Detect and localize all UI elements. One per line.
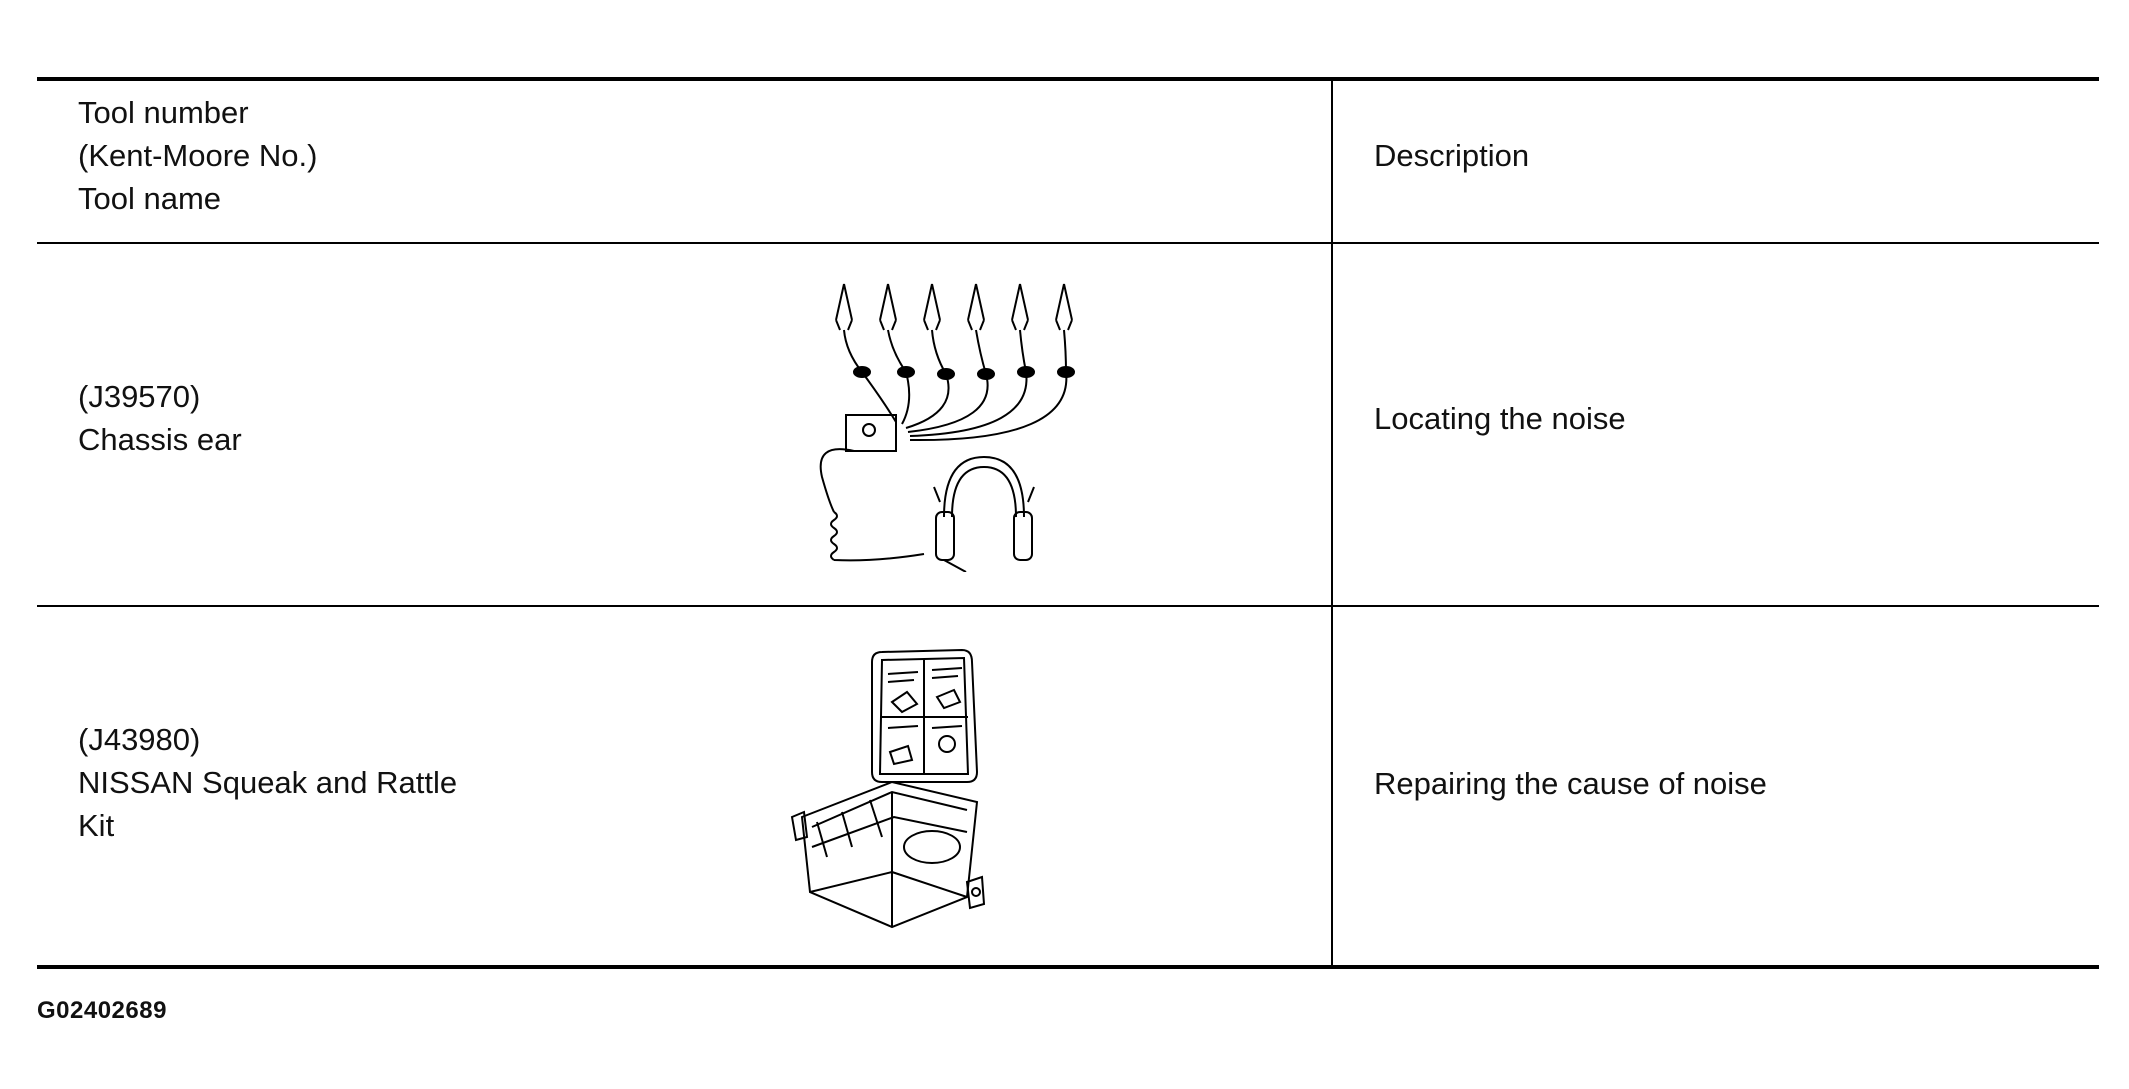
row-2-tool-number: (J43980) [78, 722, 201, 757]
row-1-tool-cell: (J39570) Chassis ear [78, 375, 242, 461]
control-box-icon [845, 414, 897, 452]
row-1-description: Locating the noise [1374, 401, 1626, 436]
headphones-icon [933, 455, 1035, 572]
header-tool-column: Tool number (Kent-Moore No.) Tool name [78, 91, 317, 220]
header-bottom-rule [37, 242, 2099, 244]
microphone-icon [853, 366, 1075, 380]
case-body-icon [790, 780, 986, 929]
case-lid-icon [871, 648, 979, 783]
chassis-ear-icon [819, 283, 1075, 572]
row-divider [37, 605, 2099, 607]
header-tool-number: Tool number [78, 95, 249, 130]
row-2-tool-cell: (J43980) NISSAN Squeak and Rattle Kit [78, 718, 457, 847]
row-2-description: Repairing the cause of noise [1374, 766, 1767, 801]
squeak-rattle-kit-icon [790, 648, 986, 929]
case-latch-icon [790, 810, 809, 842]
row-1-tool-name: Chassis ear [78, 422, 242, 457]
row-1-tool-number: (J39570) [78, 379, 201, 414]
row-2-tool-name-line-2: Kit [78, 808, 115, 843]
table-top-rule [37, 77, 2099, 81]
tool-table: Tool number (Kent-Moore No.) Tool name D… [37, 77, 2099, 969]
figure-code: G02402689 [37, 997, 167, 1024]
clip-icon [835, 283, 1073, 331]
table-bottom-rule [37, 965, 2099, 969]
header-tool-name: Tool name [78, 181, 222, 216]
header-kent-moore: (Kent-Moore No.) [78, 138, 318, 173]
column-divider [1331, 81, 1333, 965]
row-2-tool-name-line-1: NISSAN Squeak and Rattle [78, 765, 458, 800]
header-description: Description [1374, 138, 1530, 173]
